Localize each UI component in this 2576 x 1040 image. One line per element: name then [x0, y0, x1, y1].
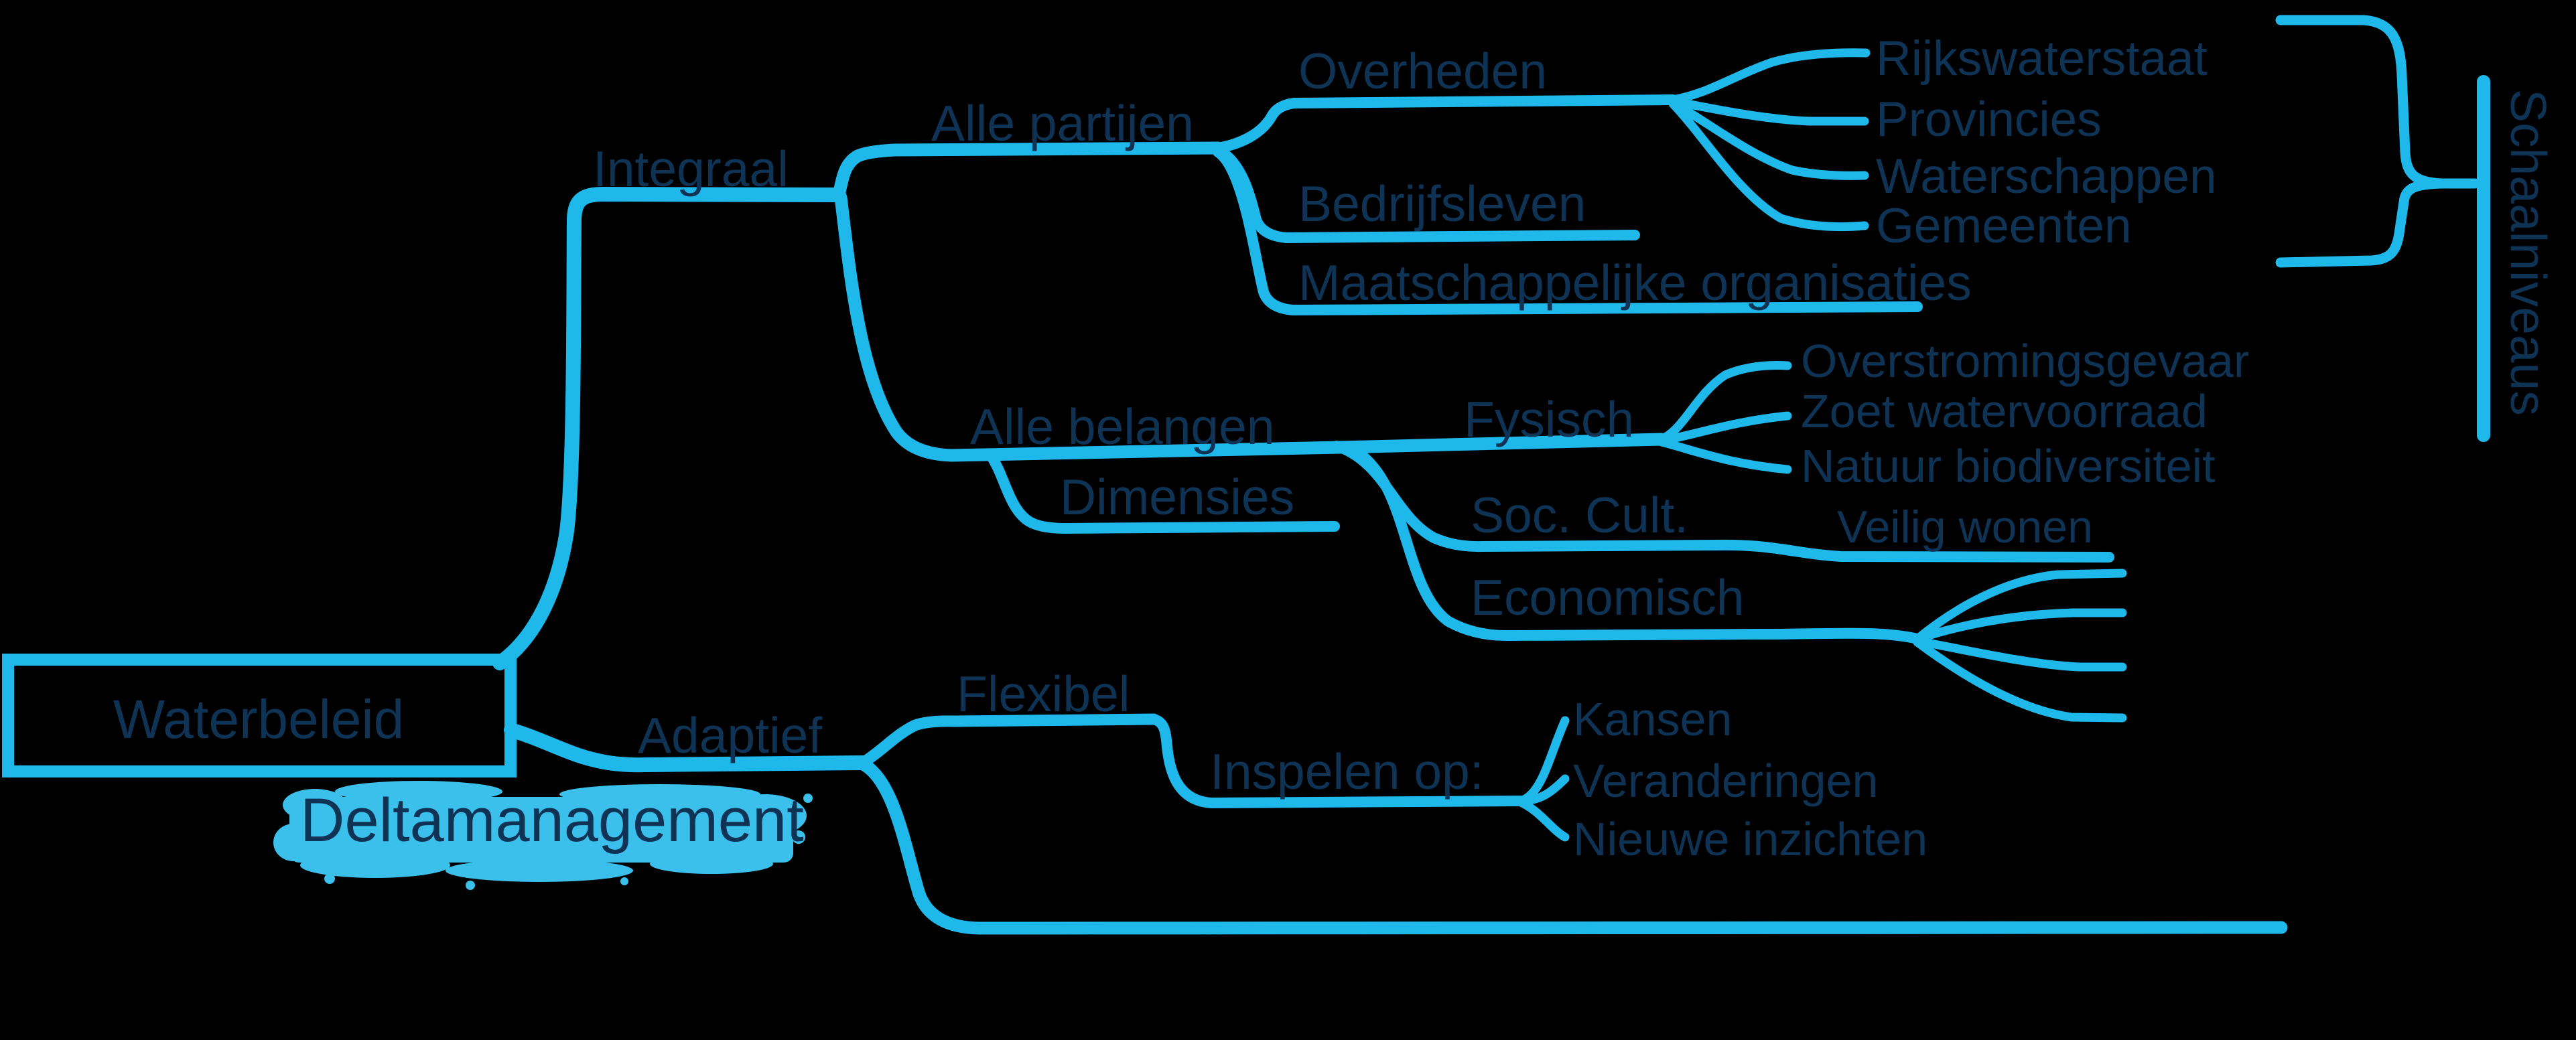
- axis-label-schaalniveaus: Schaalniveaus: [2500, 89, 2557, 416]
- node-gemeenten[interactable]: Gemeenten: [1876, 199, 2131, 253]
- node-alle-belangen[interactable]: Alle belangen: [970, 398, 1275, 455]
- node-rijkswaterstaat[interactable]: Rijkswaterstaat: [1876, 31, 2208, 86]
- branch-line-waterschappen: [1668, 98, 1869, 180]
- highlight-scribble: [273, 781, 813, 890]
- node-waterbeleid[interactable]: Waterbeleid: [113, 689, 405, 750]
- node-provincies[interactable]: Provincies: [1876, 92, 2102, 147]
- node-adaptief[interactable]: Adaptief: [638, 707, 822, 763]
- node-dimensies[interactable]: Dimensies: [1060, 469, 1294, 525]
- branch-line-overheden: [1213, 94, 1678, 153]
- node-soc-cult[interactable]: Soc. Cult.: [1471, 487, 1688, 543]
- node-veranderingen[interactable]: Veranderingen: [1573, 755, 1878, 807]
- branch-line-economisch-leaf-2: [1913, 608, 2127, 644]
- branch-line-provincies: [1668, 96, 1869, 126]
- branch-line-economisch: [1347, 443, 1923, 644]
- node-fysisch[interactable]: Fysisch: [1464, 391, 1634, 447]
- branch-line-economisch-leaf-1: [1913, 569, 2127, 644]
- node-overstromingsgevaar[interactable]: Overstromingsgevaar: [1801, 335, 2249, 387]
- node-maatschappelijke-organisaties[interactable]: Maatschappelijke organisaties: [1298, 254, 1972, 311]
- branch-line-nieuwe-inzichten: [1516, 798, 1570, 842]
- branch-line-dimensies: [985, 449, 1340, 534]
- branch-line-economisch-leaf-4: [1913, 638, 2127, 723]
- branch-line-adaptief-bottom: [856, 757, 2288, 935]
- branch-line-overstromingsgevaar: [1657, 361, 1792, 444]
- node-economisch[interactable]: Economisch: [1471, 569, 1745, 625]
- node-bedrijfsleven[interactable]: Bedrijfsleven: [1298, 175, 1586, 232]
- node-natuur-biodiversiteit[interactable]: Natuur biodiversiteit: [1801, 440, 2216, 492]
- node-overheden[interactable]: Overheden: [1298, 43, 1547, 99]
- branch-line-adaptief: [504, 723, 870, 773]
- root-node-box[interactable]: [2, 654, 517, 777]
- branch-line-flexibel: [857, 713, 1160, 769]
- branch-line-rijkswaterstaat: [1668, 48, 1871, 104]
- branch-line-gemeenten: [1668, 99, 1869, 232]
- branch-line-alle-partijen: [832, 141, 1225, 202]
- node-kansen[interactable]: Kansen: [1573, 693, 1732, 745]
- branch-line-zoet-watervoorraad: [1657, 411, 1792, 445]
- node-inspelen-op[interactable]: Inspelen op:: [1210, 743, 1484, 800]
- branch-line-inspelen-op: [1148, 714, 1526, 808]
- node-alle-partijen[interactable]: Alle partijen: [931, 95, 1194, 151]
- node-zoet-watervoorraad[interactable]: Zoet watervoorraad: [1801, 385, 2208, 437]
- branch-line-maatschappelijke-organisaties: [1213, 147, 1923, 315]
- branch-line-natuur-biodiversiteit: [1657, 437, 1792, 474]
- branch-line-alle-belangen-fysisch: [834, 191, 1668, 462]
- branch-line-integraal: [492, 187, 846, 670]
- brace-lower: [2275, 178, 2447, 268]
- node-nieuwe-inzichten[interactable]: Nieuwe inzichten: [1573, 813, 1927, 865]
- node-integraal[interactable]: Integraal: [593, 141, 789, 197]
- node-veilig-wonen[interactable]: Veilig wonen: [1837, 502, 2093, 552]
- node-flexibel[interactable]: Flexibel: [957, 666, 1130, 722]
- node-waterschappen[interactable]: Waterschappen: [1876, 149, 2217, 204]
- brace-upper: [2275, 15, 2480, 189]
- node-deltamanagement[interactable]: Deltamanagement: [300, 786, 804, 855]
- branch-line-economisch-leaf-3: [1913, 636, 2127, 672]
